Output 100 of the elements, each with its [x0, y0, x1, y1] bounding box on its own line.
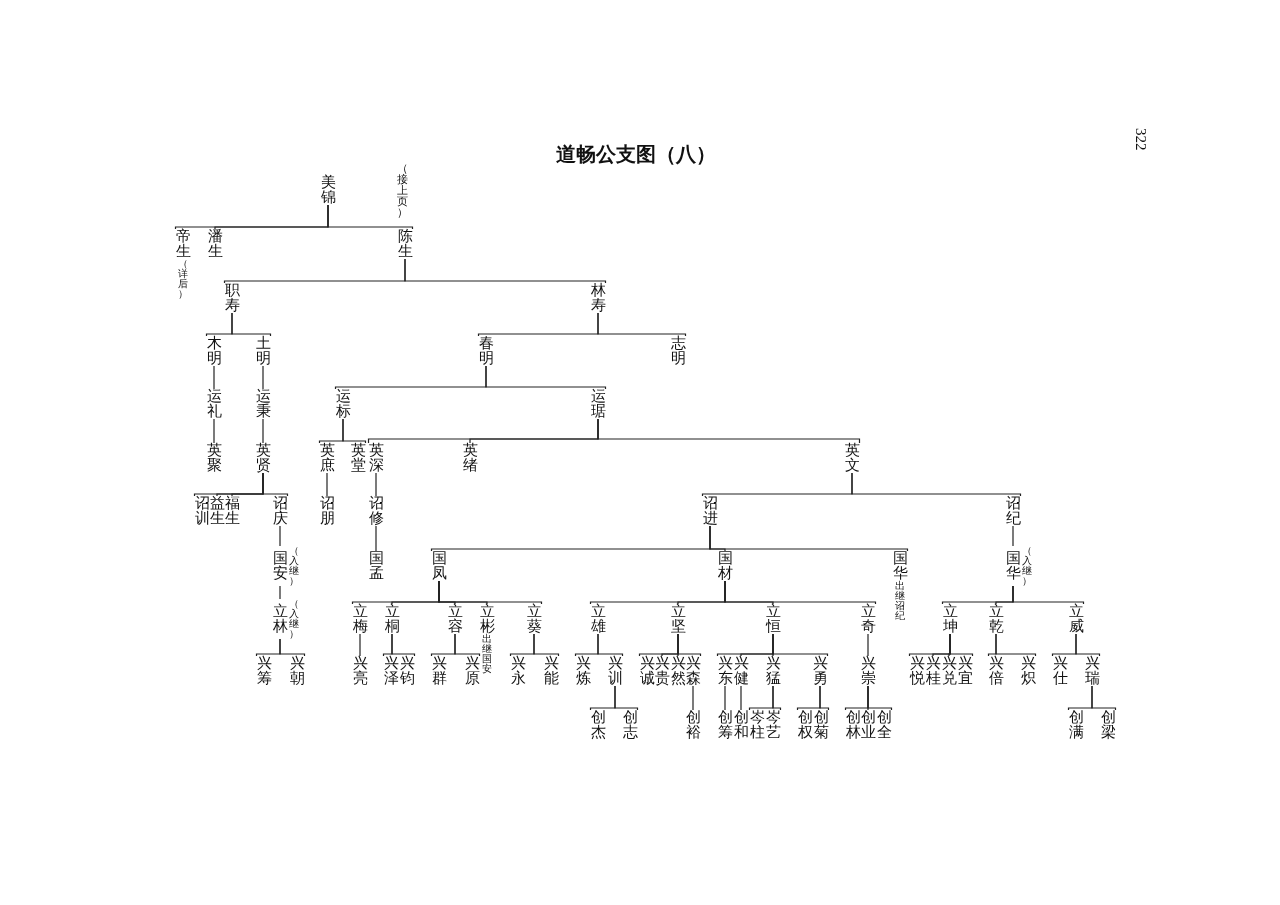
person-name: 兴群 [431, 656, 447, 686]
person-name: 木明 [206, 336, 222, 366]
person-name: 兴健 [733, 656, 749, 686]
person-name: 兴桂 [925, 656, 941, 686]
person-name: 福生 [224, 496, 240, 526]
note: （入继） [288, 546, 299, 586]
person-name: 立雄 [590, 604, 606, 634]
tree-line [692, 685, 694, 711]
person-name: 益生 [209, 496, 225, 526]
person-name: 诏进 [702, 496, 718, 526]
tree-line [213, 418, 215, 444]
tree-line [279, 638, 306, 657]
person-name: 兴永 [510, 656, 526, 686]
person-name: 春明 [478, 336, 494, 366]
person-name: 诏纪 [1005, 496, 1021, 526]
person-name: 兴亮 [352, 656, 368, 686]
person-name: 兴仕 [1052, 656, 1068, 686]
person-name: 潘生 [207, 229, 223, 259]
person-name: 国凤 [431, 551, 447, 581]
person-name: 兴猛 [765, 656, 781, 686]
person-name: 立恒 [765, 604, 781, 634]
person-name: 立葵 [526, 604, 542, 634]
person-name: 国材 [717, 551, 733, 581]
person-name: 诏修 [368, 496, 384, 526]
tree-line [454, 633, 481, 657]
tree-line [1075, 633, 1101, 657]
person-name: 国孟 [368, 551, 384, 581]
person-name: 国安 [272, 551, 288, 581]
tree-line [359, 633, 361, 657]
person-name: 英深 [368, 443, 384, 473]
person-name: 立林 [272, 604, 288, 634]
person-name: 帝生 [175, 229, 191, 259]
tree-line [709, 525, 909, 552]
tree-line [597, 633, 624, 657]
person-name: 诏庆 [272, 496, 288, 526]
person-name: 英庶 [319, 443, 335, 473]
tree-line [213, 365, 215, 390]
tree-line [772, 685, 782, 711]
person-name: 创筹 [717, 710, 733, 740]
person-name: 立桐 [384, 604, 400, 634]
note: 出继国安 [482, 634, 492, 674]
tree-line [342, 418, 367, 444]
tree-line [867, 633, 869, 657]
person-name: 创杰 [590, 710, 606, 740]
person-name: 立乾 [988, 604, 1004, 634]
person-name: 兴森 [685, 656, 701, 686]
person-name: 创菊 [813, 710, 829, 740]
person-name: 创满 [1068, 710, 1084, 740]
tree-line [1091, 685, 1117, 711]
person-name: 兴诚 [639, 656, 655, 686]
person-name: 兴泽 [383, 656, 399, 686]
tree-line [485, 365, 607, 390]
tree-line [391, 633, 416, 657]
note: 出继诏纪 [895, 581, 905, 621]
person-name: 立奇 [860, 604, 876, 634]
person-name: 兴东 [717, 656, 733, 686]
note: （入继） [1021, 546, 1032, 586]
note: （接上页） [396, 163, 408, 218]
tree-line [375, 525, 377, 552]
person-name: 诏朋 [319, 496, 335, 526]
person-name: 兴钧 [399, 656, 415, 686]
person-name: 立威 [1068, 604, 1084, 634]
tree-line [279, 525, 281, 547]
person-name: 创裕 [685, 710, 701, 740]
tree-line [326, 472, 328, 497]
person-name: 创和 [733, 710, 749, 740]
person-name: 兴瑞 [1084, 656, 1100, 686]
tree-line [262, 365, 264, 390]
person-name: 英文 [844, 443, 860, 473]
person-name: 运标 [335, 389, 351, 419]
tree-line [327, 204, 414, 230]
person-name: 创林 [845, 710, 861, 740]
person-name: 国华 [892, 551, 908, 581]
person-name: 兴倍 [988, 656, 1004, 686]
person-name: 英贤 [255, 443, 271, 473]
tree-line [995, 633, 1037, 657]
person-name: 兴筹 [256, 656, 272, 686]
tree-line [614, 685, 639, 711]
person-name: 岑艺 [765, 710, 781, 740]
person-name: 兴朝 [289, 656, 305, 686]
person-name: 岑柱 [749, 710, 765, 740]
tree-line [851, 472, 1022, 497]
tree-line [724, 685, 726, 711]
note: （入继） [288, 599, 299, 639]
person-name: 陈生 [397, 229, 413, 259]
person-name: 兴然 [670, 656, 686, 686]
person-name: 兴能 [543, 656, 559, 686]
person-name: 兴宜 [957, 656, 973, 686]
tree-line [404, 258, 607, 284]
person-name: 英聚 [206, 443, 222, 473]
tree-line [819, 685, 830, 711]
person-name: 立坤 [942, 604, 958, 634]
page-number: 322 [1132, 128, 1148, 151]
person-name: 立坚 [670, 604, 686, 634]
person-name: 立彬 [479, 604, 495, 634]
person-name: 职寿 [224, 283, 240, 313]
person-name: 国华 [1005, 551, 1021, 581]
tree-line [1012, 585, 1085, 605]
person-name: 英堂 [350, 443, 366, 473]
person-name: 英绪 [462, 443, 478, 473]
